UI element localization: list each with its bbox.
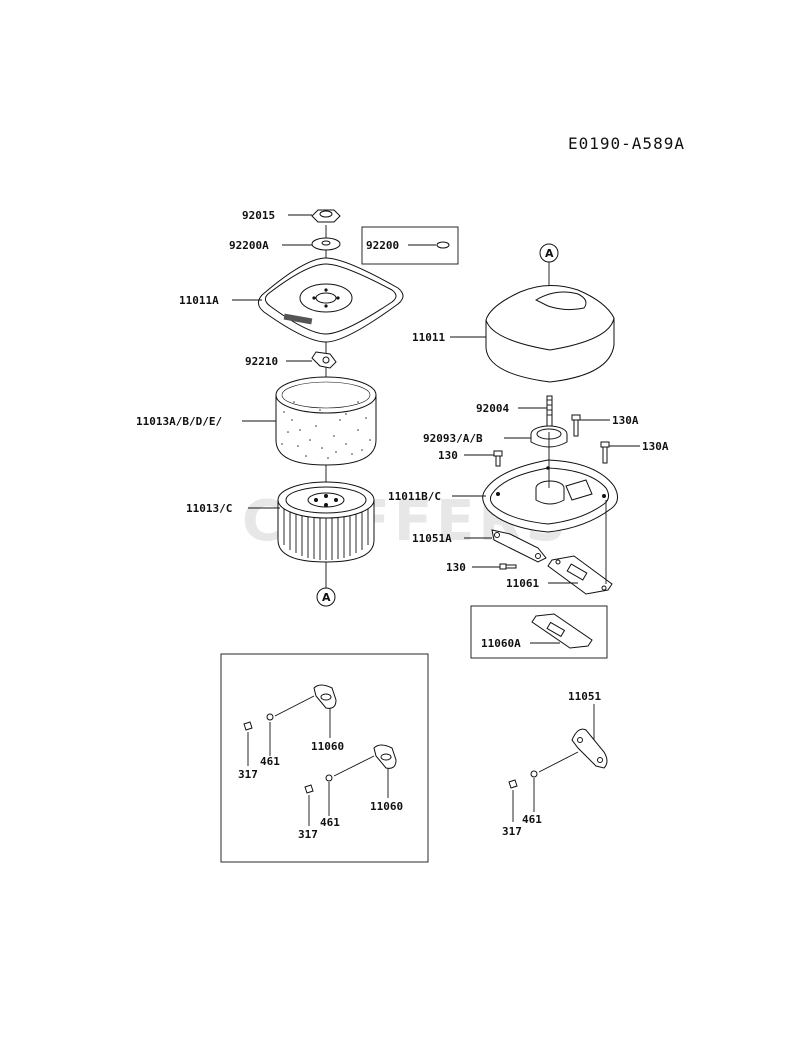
callout-92200A: 92200A: [229, 239, 269, 252]
part-11051-bracket[interactable]: [571, 728, 608, 769]
callout-92200: 92200: [366, 239, 399, 252]
callout-11061: 11061: [506, 577, 539, 590]
callout-11013ABDE: 11013A/B/D/E/: [136, 415, 222, 428]
callout-130-1: 130: [438, 449, 458, 462]
part-11051A-bracket[interactable]: [491, 529, 547, 563]
part-kit-317-nut-a[interactable]: [243, 721, 253, 731]
ref-A-left: A: [322, 591, 331, 604]
callout-92015: 92015: [242, 209, 275, 222]
callout-461-r: 461: [522, 813, 542, 826]
callout-130-2: 130: [446, 561, 466, 574]
part-130A-bolt-2[interactable]: [600, 441, 610, 464]
part-kit-11060-gasket-a[interactable]: [313, 684, 337, 709]
kit-461-a: 461: [260, 755, 280, 768]
part-461-washer-r[interactable]: [530, 770, 538, 778]
part-11011BC-base[interactable]: [482, 432, 618, 533]
callout-92093AB: 92093/A/B: [423, 432, 483, 445]
part-130-bolt-2[interactable]: [499, 563, 517, 570]
part-317-nut-r[interactable]: [508, 779, 518, 789]
part-11061-gasket[interactable]: [547, 555, 613, 595]
part-11013ABDE-precleaner[interactable]: [275, 376, 377, 466]
diagram-code: E0190-A589A: [568, 134, 685, 153]
part-92004-stud[interactable]: [546, 395, 553, 427]
part-kit-11060-gasket-b[interactable]: [373, 744, 397, 769]
part-kit-317-nut-b[interactable]: [304, 784, 314, 794]
part-11011A-cover[interactable]: [258, 257, 404, 343]
part-11011-cover[interactable]: [485, 285, 615, 383]
callout-11051: 11051: [568, 690, 601, 703]
kit-11060-b: 11060: [370, 800, 403, 813]
part-11060A-gasket[interactable]: [531, 613, 593, 649]
callout-92210: 92210: [245, 355, 278, 368]
callout-130A-2: 130A: [642, 440, 669, 453]
part-92200-washer[interactable]: [436, 241, 450, 249]
part-92200A-washer[interactable]: [311, 237, 341, 251]
callout-11051A: 11051A: [412, 532, 452, 545]
part-92210-clip[interactable]: [311, 351, 337, 369]
part-11013C-element[interactable]: [277, 481, 375, 563]
kit-317-b: 317: [298, 828, 318, 841]
callout-11060A: 11060A: [481, 637, 521, 650]
kit-11060-a: 11060: [311, 740, 344, 753]
kit-317-a: 317: [238, 768, 258, 781]
ref-A-right: A: [545, 247, 554, 260]
callout-130A-1: 130A: [612, 414, 639, 427]
part-92015-nut[interactable]: [311, 209, 341, 223]
box-11060A: [470, 605, 608, 659]
callout-92004: 92004: [476, 402, 509, 415]
part-kit-461-washer-a[interactable]: [266, 713, 274, 721]
part-130-bolt-1[interactable]: [493, 450, 503, 467]
callout-317-r: 317: [502, 825, 522, 838]
kit-461-b: 461: [320, 816, 340, 829]
callout-11011A: 11011A: [179, 294, 219, 307]
callout-11013C: 11013/C: [186, 502, 232, 515]
kit-box: [220, 653, 429, 863]
callout-11011: 11011: [412, 331, 445, 344]
box-92200: [361, 226, 459, 265]
part-130A-bolt-1[interactable]: [571, 414, 581, 437]
callout-11011BC: 11011B/C: [388, 490, 441, 503]
ref-circle-A-left: [316, 587, 336, 607]
part-kit-461-washer-b[interactable]: [325, 774, 333, 782]
